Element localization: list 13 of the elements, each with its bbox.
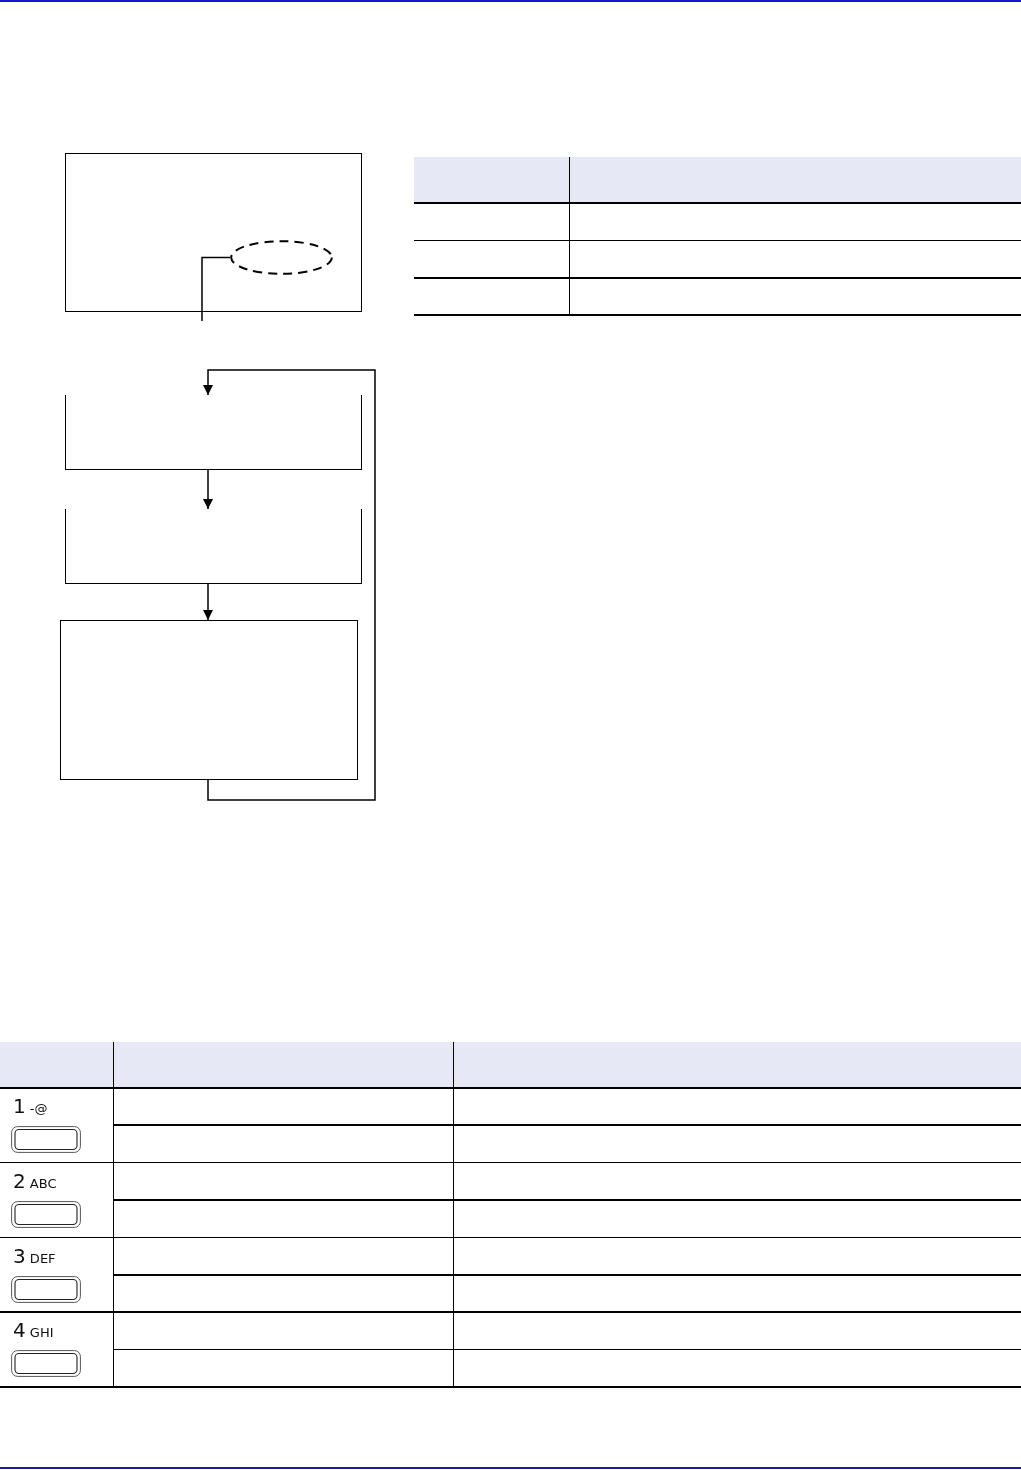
flow-arrow (203, 469, 213, 510)
leader-line (201, 256, 231, 322)
process-box (65, 395, 362, 470)
flow-arrow (203, 369, 376, 801)
key-label: 3 DEF (13, 1243, 56, 1270)
process-box (60, 620, 358, 780)
key-label: 2 ABC (13, 1168, 57, 1195)
highlight-ellipse (229, 239, 333, 275)
flow-arrow (203, 583, 213, 621)
key-label: 4 GHI (13, 1318, 54, 1345)
screen-frame (65, 153, 362, 312)
process-box (65, 509, 362, 584)
key-label: 1 -@ (13, 1094, 48, 1120)
